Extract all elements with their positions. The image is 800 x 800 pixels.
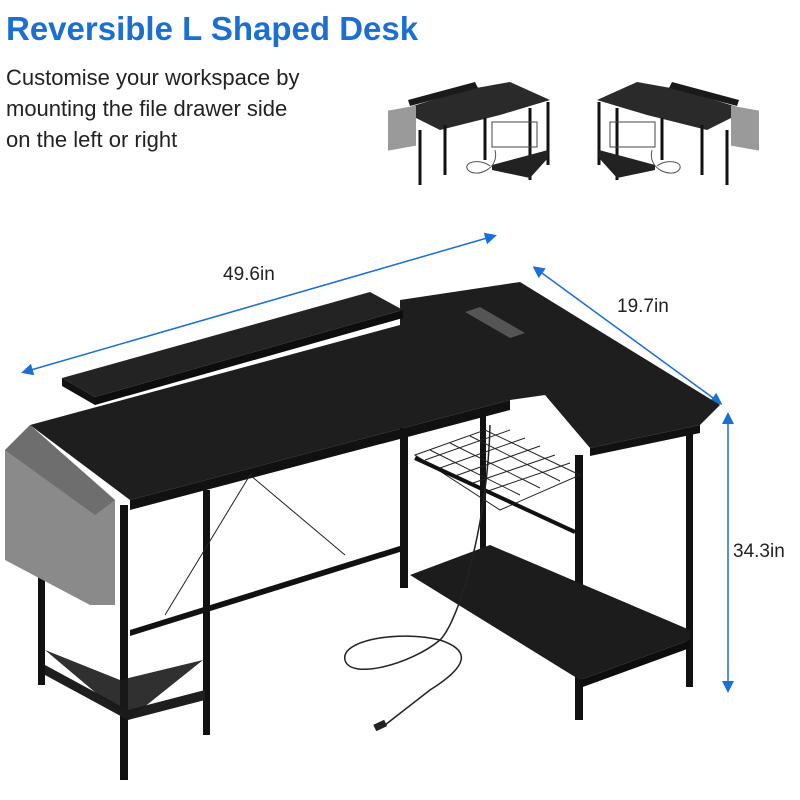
wire-grid-shelf xyxy=(413,429,582,511)
thumbnail-right-config xyxy=(597,82,759,185)
desktop xyxy=(30,282,720,500)
description-line: Customise your workspace by xyxy=(6,65,300,90)
storage-bag xyxy=(5,425,115,605)
description: Customise your workspace by mounting the… xyxy=(6,62,366,155)
description-line: on the left or right xyxy=(6,127,178,152)
page-title: Reversible L Shaped Desk xyxy=(6,10,419,47)
power-strip xyxy=(465,307,525,338)
height-label: 34.3in xyxy=(733,541,785,562)
power-cable xyxy=(344,424,491,726)
description-line: mounting the file drawer side xyxy=(6,96,288,121)
width-arrow xyxy=(21,232,497,376)
thumbnail-left-config xyxy=(388,82,550,185)
width-label: 49.6in xyxy=(223,264,275,285)
monitor-shelf xyxy=(62,292,403,397)
depth-label: 19.7in xyxy=(617,296,669,317)
depth-arrow xyxy=(532,266,723,405)
